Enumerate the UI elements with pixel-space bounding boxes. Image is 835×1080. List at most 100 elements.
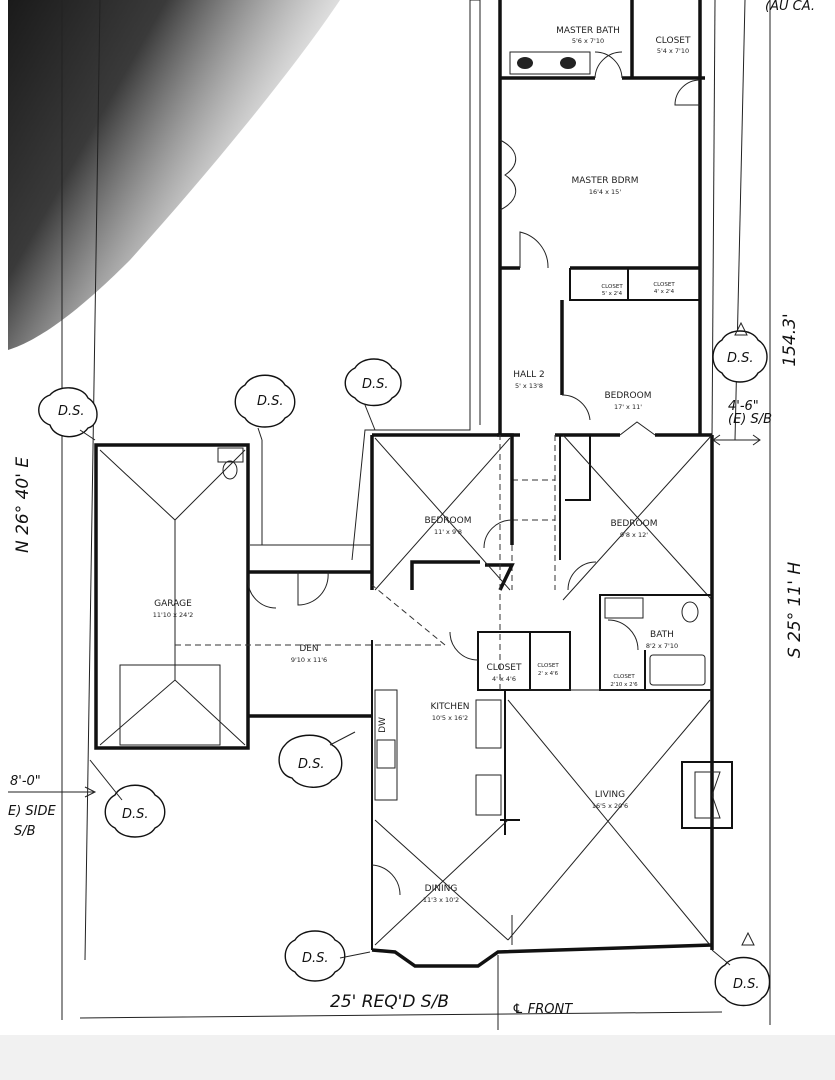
closet-small-2-label: CLOSET bbox=[653, 282, 675, 288]
fireplace-icon bbox=[681, 761, 733, 829]
dining-door-icon bbox=[371, 864, 401, 896]
ds-label-4: D.S. bbox=[298, 757, 325, 772]
closet-5-size: 2' x 4'6 bbox=[538, 671, 559, 677]
dining-label: DINING bbox=[425, 884, 458, 894]
bedroom-2-label: BEDROOM bbox=[425, 516, 472, 526]
dim-arrow-left bbox=[8, 786, 97, 798]
setback-line-inner bbox=[351, 0, 471, 561]
ds-label-6: D.S. bbox=[302, 951, 329, 966]
vanity bbox=[509, 51, 591, 75]
hearth bbox=[694, 771, 721, 819]
living-size: 16'5 x 20'6 bbox=[592, 802, 628, 810]
left-side-2: S/B bbox=[14, 824, 36, 839]
closet-small-1-label: CLOSET bbox=[601, 284, 623, 290]
bath-label: BATH bbox=[650, 630, 674, 640]
closet-4-label: CLOSET bbox=[487, 663, 522, 673]
den-size: 9'10 x 11'6 bbox=[291, 656, 327, 664]
living-label: LIVING bbox=[595, 790, 625, 800]
sink-icon bbox=[517, 57, 533, 69]
range-icon bbox=[475, 699, 502, 749]
bedroom2-door-icon bbox=[483, 519, 513, 549]
setback-topright: (E) S/B bbox=[728, 412, 772, 427]
garage-roof bbox=[99, 449, 246, 746]
kitchen-sink-icon bbox=[376, 739, 396, 769]
property-line-left bbox=[84, 0, 101, 961]
bath-vanity bbox=[604, 597, 644, 619]
bedroom-1-label: BEDROOM bbox=[605, 391, 652, 401]
dishwasher-label: DW bbox=[378, 717, 388, 733]
front-wall bbox=[371, 943, 713, 968]
hall-2-size: 5' x 13'8 bbox=[515, 382, 543, 390]
downspout-marker-6 bbox=[284, 930, 371, 982]
closet-door-icon bbox=[674, 79, 701, 106]
downspout-marker-3 bbox=[344, 358, 402, 431]
setback-line-inner-2 bbox=[470, 0, 481, 425]
bedroom-3-size: 9'8 x 12' bbox=[620, 531, 648, 539]
dim-arrow-right bbox=[712, 434, 761, 446]
bedroom-1-size: 17' x 11' bbox=[614, 403, 642, 411]
closet-small-2-size: 4' x 2'4 bbox=[654, 289, 675, 295]
bathtub-icon bbox=[649, 654, 706, 686]
master-door-icon bbox=[519, 231, 549, 269]
setback-line-front bbox=[79, 1011, 723, 1019]
bath-door-icon bbox=[607, 619, 639, 651]
corner-text: (AU CA. bbox=[765, 0, 815, 14]
bedroom3-hip bbox=[562, 434, 713, 601]
plan-sheet: MASTER BATH 5'6 x 7'10 CLOSET 5'4 x 7'10… bbox=[0, 0, 835, 1035]
hall-dashed bbox=[511, 435, 556, 590]
kitchen-label: KITCHEN bbox=[431, 702, 470, 712]
toilet-icon bbox=[222, 460, 238, 480]
hall-door-icon bbox=[561, 394, 591, 421]
master-side-walls bbox=[498, 0, 702, 435]
den-walls bbox=[248, 570, 372, 718]
scan-shadow bbox=[8, 0, 340, 350]
downspout-marker-7 bbox=[711, 931, 771, 1007]
floor-plan: MASTER BATH 5'6 x 7'10 CLOSET 5'4 x 7'10… bbox=[8, 0, 815, 1030]
garage-label: GARAGE bbox=[154, 599, 192, 609]
ds-label-3: D.S. bbox=[362, 377, 389, 392]
closet-4-size: 4' x 4'6 bbox=[492, 675, 516, 683]
distance-right: 154.3' bbox=[780, 313, 800, 366]
den-door-icon bbox=[297, 571, 329, 606]
living-hip bbox=[374, 699, 711, 946]
toilet-icon bbox=[681, 601, 699, 623]
closet-top-label: CLOSET bbox=[656, 36, 691, 46]
dim-topright: 4'-6" bbox=[728, 399, 759, 414]
master-bath-label: MASTER BATH bbox=[556, 26, 620, 36]
hall-2-label: HALL 2 bbox=[513, 370, 545, 380]
bottom-reqd: 25' REQ'D S/B bbox=[330, 992, 449, 1012]
master-closet-door-icon bbox=[499, 139, 517, 211]
sink-icon bbox=[560, 57, 576, 69]
roof-outline bbox=[250, 440, 372, 546]
bearing-left: N 26° 40' E bbox=[13, 457, 33, 553]
bedroom-doors-icon bbox=[619, 421, 656, 436]
counter-left bbox=[374, 689, 398, 801]
garage-size: 11'10 x 24'2 bbox=[153, 611, 194, 619]
garage-walls bbox=[94, 443, 250, 750]
closet-6-size: 2'10 x 2'6 bbox=[610, 682, 638, 688]
downspout-marker-2 bbox=[234, 374, 296, 441]
bath-door-icon bbox=[594, 51, 623, 79]
master-bdrm-label: MASTER BDRM bbox=[571, 176, 638, 186]
kitchen-size: 10'5 x 16'2 bbox=[432, 714, 468, 722]
bedroom-3-label: BEDROOM bbox=[611, 519, 658, 529]
closet-door-icon bbox=[449, 631, 479, 661]
bedroom3-closet bbox=[559, 435, 591, 560]
ds-label-7: D.S. bbox=[733, 977, 760, 992]
den-ridge bbox=[175, 584, 447, 646]
closet-5-label: CLOSET bbox=[537, 663, 559, 669]
kitchen-right-wall bbox=[500, 690, 520, 835]
den-label: DEN bbox=[299, 644, 318, 654]
bearing-right: S 25° 11' H bbox=[785, 562, 805, 658]
master-bath-size: 5'6 x 7'10 bbox=[572, 37, 604, 45]
dim-left: 8'-0" bbox=[10, 774, 41, 789]
downspout-marker-1 bbox=[38, 387, 98, 441]
ds-label-1: D.S. bbox=[58, 404, 85, 419]
closet-6-label: CLOSET bbox=[613, 674, 635, 680]
wall-line-right bbox=[711, 0, 716, 441]
downspout-marker-5 bbox=[89, 759, 166, 838]
water-heater bbox=[217, 447, 244, 463]
ds-label-2: D.S. bbox=[257, 394, 284, 409]
bottom-front: ℄ FRONT bbox=[512, 1002, 573, 1017]
fridge-icon bbox=[475, 774, 502, 816]
